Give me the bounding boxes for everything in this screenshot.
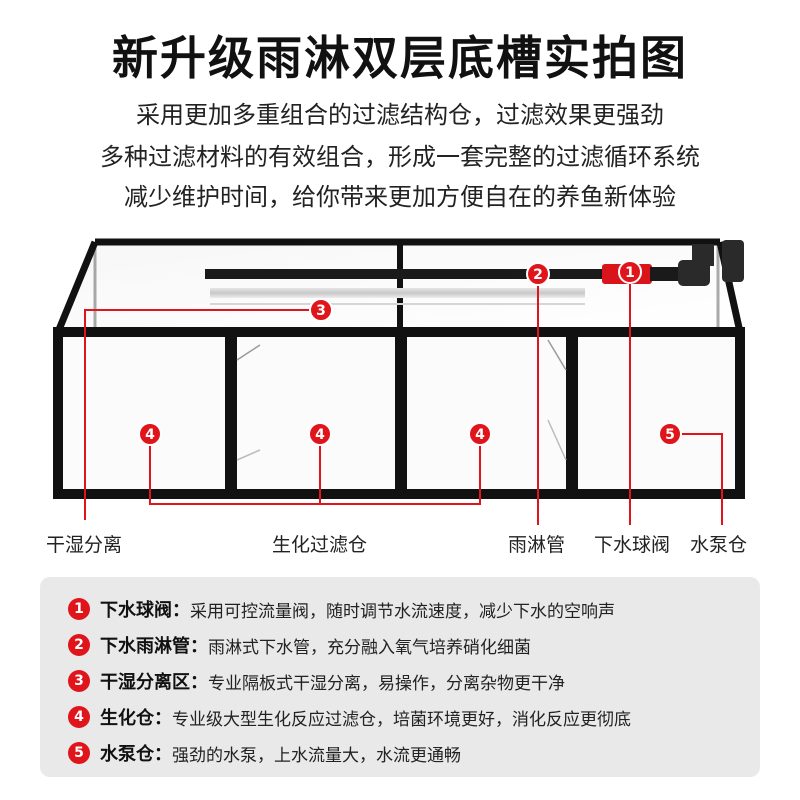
feature-legend: 1 下水球阀： 采用可控流量阀，随时调节水流速度，减少下水的空响声 2 下水雨淋… bbox=[40, 577, 760, 777]
svg-text:4: 4 bbox=[145, 427, 155, 443]
frame-left-slant bbox=[54, 240, 99, 334]
legend-number-4: 4 bbox=[68, 706, 90, 728]
inner-wall-c bbox=[547, 339, 567, 371]
sump-tank-diagram: 1 2 3 4 4 4 5 bbox=[0, 220, 800, 560]
subtitle-line-2: 多种过滤材料的有效组合，形成一套完整的过滤循环系统 bbox=[100, 143, 700, 171]
divider-3 bbox=[566, 332, 578, 494]
legend-key-1: 下水球阀： bbox=[100, 600, 190, 621]
rain-pipe bbox=[205, 269, 605, 279]
callout-line-5 bbox=[680, 433, 723, 525]
subtitle-line-3: 减少维护时间，给你带来更加方便自在的养鱼新体验 bbox=[124, 183, 676, 211]
legend-row-3: 3 干湿分离区： 专业隔板式干湿分离，易操作，分离杂物更干净 bbox=[68, 667, 565, 695]
inner-wall-b bbox=[236, 449, 261, 461]
legend-row-4: 4 生化仓： 专业级大型生化反应过滤仓，培菌环境更好，消化反应更彻底 bbox=[68, 703, 631, 731]
marker-2: 2 bbox=[526, 262, 550, 286]
legend-number-5: 5 bbox=[68, 742, 90, 764]
svg-text:4: 4 bbox=[315, 427, 325, 443]
legend-number-1: 1 bbox=[68, 598, 90, 620]
pipe-elbow bbox=[678, 260, 710, 286]
valve-connector bbox=[650, 267, 678, 281]
marker-5: 5 bbox=[658, 422, 682, 446]
legend-desc-1: 采用可控流量阀，随时调节水流速度，减少下水的空响声 bbox=[190, 601, 615, 622]
page-title: 新升级雨淋双层底槽实拍图 bbox=[112, 31, 688, 85]
legend-key-2: 下水雨淋管： bbox=[100, 636, 208, 657]
sump-tank-drawing: 1 2 3 4 4 4 5 bbox=[53, 238, 745, 525]
marker-3: 3 bbox=[309, 298, 333, 322]
subtitle-line-1: 采用更加多重组合的过滤结构仓，过滤效果更强劲 bbox=[136, 101, 664, 129]
divider-1 bbox=[225, 332, 237, 494]
legend-desc-4: 专业级大型生化反应过滤仓，培菌环境更好，消化反应更彻底 bbox=[172, 709, 631, 730]
legend-desc-2: 雨淋式下水管，充分融入氧气培养硝化细菌 bbox=[208, 637, 531, 658]
label-dry-wet: 干湿分离 bbox=[46, 534, 123, 556]
svg-text:1: 1 bbox=[625, 265, 635, 281]
legend-number-3: 3 bbox=[68, 670, 90, 692]
legend-number-2: 2 bbox=[68, 634, 90, 656]
marker-4a: 4 bbox=[138, 422, 162, 446]
legend-key-5: 水泵仓： bbox=[100, 744, 172, 765]
label-pump: 水泵仓 bbox=[690, 534, 748, 556]
marker-4b: 4 bbox=[308, 422, 332, 446]
legend-row-2: 2 下水雨淋管： 雨淋式下水管，充分融入氧气培养硝化细菌 bbox=[68, 631, 531, 659]
callout-line-4 bbox=[149, 445, 481, 505]
svg-text:4: 4 bbox=[475, 427, 485, 443]
legend-row-5: 5 水泵仓： 强劲的水泵，上水流量大，水流更通畅 bbox=[68, 739, 461, 767]
legend-desc-5: 强劲的水泵，上水流量大，水流更通畅 bbox=[172, 745, 461, 766]
svg-text:5: 5 bbox=[665, 427, 675, 443]
svg-text:3: 3 bbox=[316, 303, 326, 319]
svg-text:2: 2 bbox=[533, 267, 543, 283]
pipe-riser bbox=[692, 244, 714, 266]
marker-1: 1 bbox=[618, 260, 642, 284]
inner-wall-a bbox=[236, 344, 261, 361]
label-ball-valve: 下水球阀 bbox=[594, 534, 671, 556]
label-bio: 生化过滤仓 bbox=[272, 534, 368, 556]
legend-row-1: 1 下水球阀： 采用可控流量阀，随时调节水流速度，减少下水的空响声 bbox=[68, 595, 615, 623]
filter-plate bbox=[210, 288, 585, 298]
inner-wall-d bbox=[547, 419, 567, 461]
label-rain-pipe: 雨淋管 bbox=[508, 534, 566, 556]
callout-line-3 bbox=[84, 309, 310, 520]
legend-key-4: 生化仓： bbox=[100, 708, 172, 729]
divider-2 bbox=[395, 332, 407, 494]
legend-key-3: 干湿分离区： bbox=[100, 672, 208, 693]
pump-outlet-pipe bbox=[722, 240, 744, 282]
marker-4c: 4 bbox=[468, 422, 492, 446]
legend-desc-3: 专业隔板式干湿分离，易操作，分离杂物更干净 bbox=[208, 673, 565, 694]
